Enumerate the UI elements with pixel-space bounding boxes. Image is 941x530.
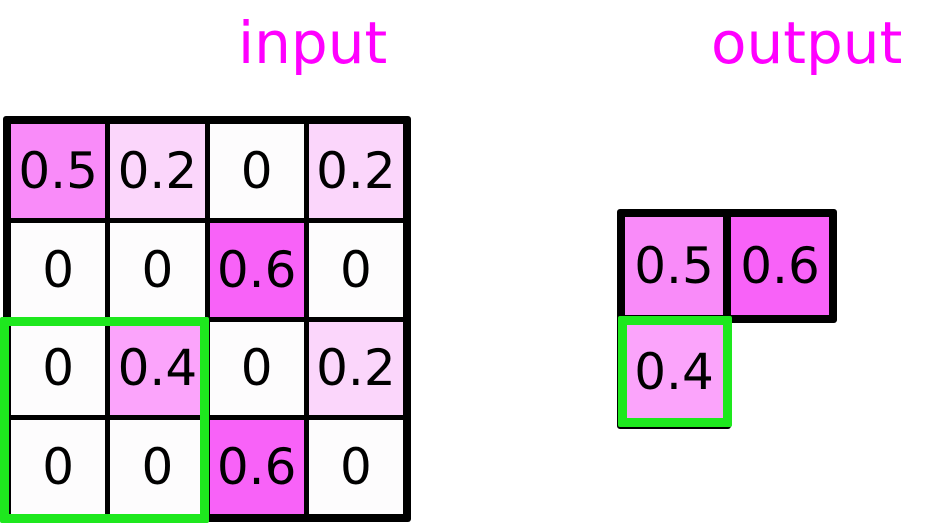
input-panel-title: input bbox=[238, 9, 388, 77]
output-cell-r2c1: 0.4 bbox=[617, 315, 731, 429]
input-cell-r4c4: 0 bbox=[308, 420, 403, 514]
input-cell-r1c2: 0.2 bbox=[110, 124, 205, 218]
input-cell-r1c3: 0 bbox=[209, 124, 304, 218]
input-cell-r2c2: 0 bbox=[110, 222, 205, 317]
input-cell-r3c4: 0.2 bbox=[308, 321, 403, 416]
input-cell-r4c2: 0 bbox=[110, 420, 205, 514]
input-cell-r4c1: 0 bbox=[11, 420, 106, 514]
input-cell-r4c3: 0.6 bbox=[209, 420, 304, 514]
input-cell-r3c2: 0.4 bbox=[110, 321, 205, 416]
input-cell-r1c4: 0.2 bbox=[308, 124, 403, 218]
output-panel-title: output bbox=[711, 9, 903, 77]
input-cell-r2c4: 0 bbox=[308, 222, 403, 317]
input-cell-r2c3: 0.6 bbox=[209, 222, 304, 317]
input-cell-r3c1: 0 bbox=[11, 321, 106, 416]
input-cell-r2c1: 0 bbox=[11, 222, 106, 317]
input-cell-r3c3: 0 bbox=[209, 321, 304, 416]
output-cell-r1c1: 0.5 bbox=[617, 209, 731, 323]
output-cell-r2c2 bbox=[727, 319, 833, 425]
output-cell-r1c2: 0.6 bbox=[723, 209, 837, 323]
input-cell-r1c1: 0.5 bbox=[11, 124, 106, 218]
